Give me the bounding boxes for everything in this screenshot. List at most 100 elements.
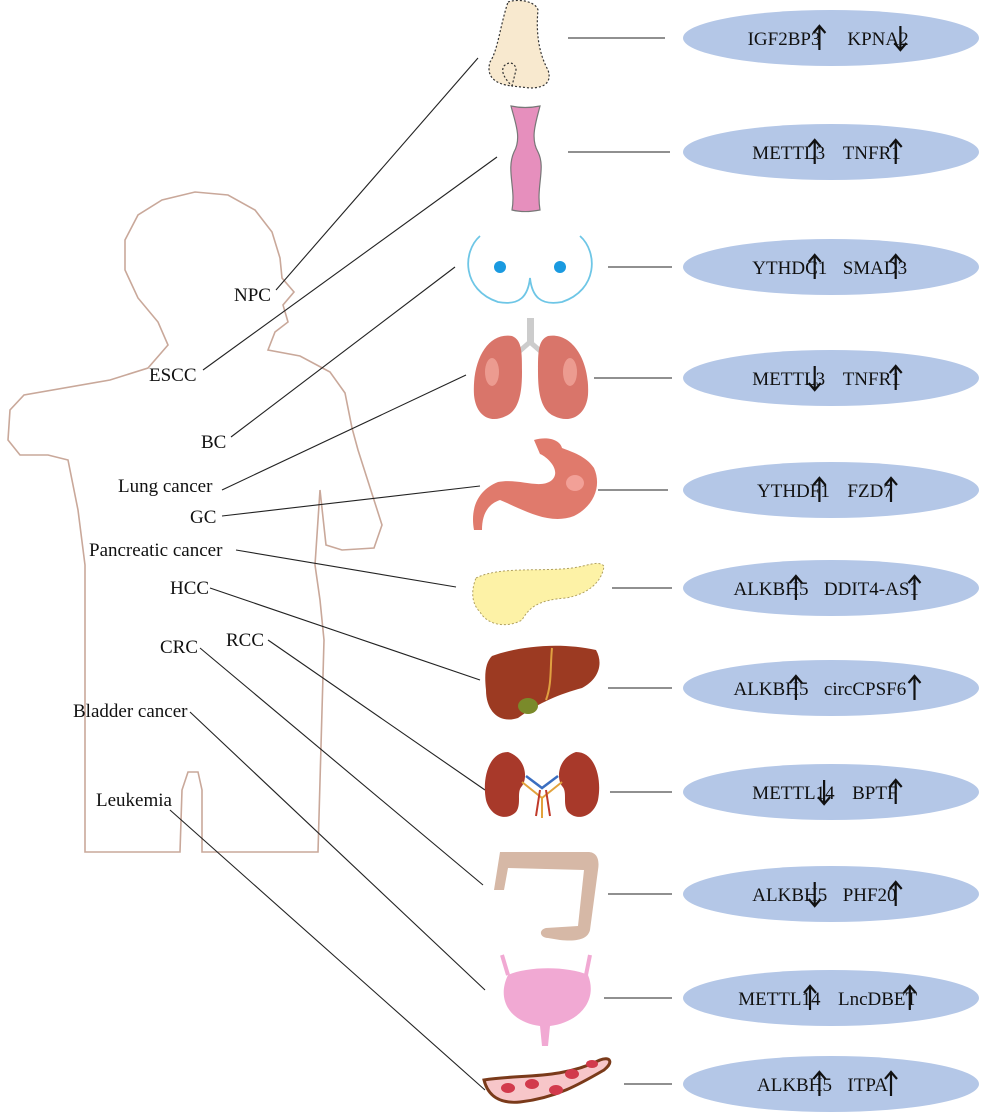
gene1-label: ALKBH5 (734, 579, 809, 600)
label-bladder: Bladder cancer (73, 701, 188, 722)
up-arrow-icon (884, 476, 898, 502)
gene2-label: FZD7 (847, 481, 892, 502)
gene-ellipse-row: YTHDC1 SMAD3 (683, 239, 979, 295)
up-arrow-icon (888, 253, 903, 279)
up-arrow-icon (884, 1070, 898, 1096)
gene2-label: PHF20 (843, 885, 897, 906)
up-arrow-icon (888, 364, 903, 390)
label-gc: GC (190, 507, 216, 528)
label-crc: CRC (160, 637, 198, 658)
gene1-label: IGF2BP3 (748, 29, 821, 50)
gene2-label: ITPA (847, 1075, 888, 1096)
up-arrow-icon (803, 984, 817, 1010)
connector-npc (275, 57, 479, 291)
connector-bc (230, 266, 456, 438)
gene2-label: DDIT4-AS1 (824, 579, 919, 600)
gene-ellipse (683, 560, 979, 616)
gene-ellipse (683, 660, 979, 716)
label-rcc: RCC (226, 630, 264, 651)
gene-ellipse (683, 239, 979, 295)
human-body-outline (7, 191, 383, 853)
up-arrow-icon (807, 253, 822, 279)
gene1-label: METTL3 (752, 143, 825, 164)
bladder-icon (500, 954, 592, 1046)
gene-ellipse-row: ALKBH5 ITPA (683, 1056, 979, 1112)
connector-leukemia (169, 809, 486, 1091)
gene-ellipse (683, 462, 979, 518)
gene-ellipse (683, 866, 979, 922)
label-pancreatic: Pancreatic cancer (89, 540, 223, 561)
gene2-label: KPNA2 (847, 29, 908, 50)
gene1-label: METTL3 (752, 369, 825, 390)
breast-icon (467, 235, 593, 304)
gene-ellipse (683, 124, 979, 180)
gene-ellipse-row: METTL14 BPTF (683, 764, 979, 820)
label-hcc: HCC (170, 578, 209, 599)
gene2-label: SMAD3 (843, 258, 907, 279)
up-arrow-icon (888, 880, 903, 906)
up-arrow-icon (907, 574, 922, 600)
gene1-label: YTHDF1 (757, 481, 830, 502)
gene-ellipse-row: ALKBH5 PHF20 (683, 866, 979, 922)
connector-bladder (189, 711, 486, 991)
label-leukemia: Leukemia (96, 790, 173, 811)
gene1-label: METTL14 (752, 783, 835, 804)
gene-ellipse-row: YTHDF1 FZD7 (683, 462, 979, 518)
up-arrow-icon (812, 476, 827, 502)
down-arrow-icon (807, 882, 822, 908)
connector-crc (199, 647, 484, 886)
up-arrow-icon (888, 138, 903, 164)
gene-ellipse (683, 350, 979, 406)
gene-ellipse (683, 10, 979, 66)
label-lung: Lung cancer (118, 476, 213, 497)
blood-vessel-icon (482, 1057, 612, 1104)
label-escc: ESCC (149, 365, 197, 386)
esophagus-icon (510, 105, 542, 213)
up-arrow-icon (789, 674, 803, 700)
connector-rcc (267, 639, 486, 791)
nose-icon (488, 0, 550, 89)
gene1-label: METTL14 (738, 989, 821, 1010)
up-arrow-icon (907, 674, 922, 700)
gene-ellipse-row: METTL14 LncDBET (683, 970, 979, 1026)
gene2-label: TNFR1 (843, 143, 901, 164)
connector-lung (221, 374, 467, 491)
gene1-label: YTHDC1 (752, 258, 827, 279)
gene-ellipse-row: ALKBH5 DDIT4-AS1 (683, 560, 979, 616)
down-arrow-icon (817, 780, 831, 806)
gene1-label: ALKBH5 (752, 885, 827, 906)
gene-ellipse-row: ALKBH5 circCPSF6 (683, 660, 979, 716)
label-npc: NPC (234, 285, 271, 306)
liver-icon (485, 645, 600, 720)
stomach-icon (473, 438, 598, 530)
connector-pancreatic (235, 549, 457, 588)
gene-ellipse (683, 970, 979, 1026)
gene2-label: BPTF (852, 783, 897, 804)
up-arrow-icon (812, 24, 827, 50)
up-arrow-icon (807, 138, 822, 164)
gene-ellipse-row: IGF2BP3 KPNA2 (683, 10, 979, 66)
gene-ellipse-row: METTL3 TNFR1 (683, 350, 979, 406)
kidneys-icon (484, 752, 600, 818)
connector-gc (221, 485, 481, 517)
gene2-label: LncDBET (838, 989, 918, 1010)
gene-ellipse-row: METTL3 TNFR1 (683, 124, 979, 180)
up-arrow-icon (888, 778, 903, 804)
up-arrow-icon (902, 984, 917, 1010)
connector-hcc (209, 587, 481, 681)
colon-icon (494, 852, 599, 941)
label-bc: BC (201, 432, 226, 453)
lungs-icon (473, 318, 589, 420)
gene1-label: ALKBH5 (757, 1075, 832, 1096)
gene2-label: TNFR1 (843, 369, 901, 390)
gene2-label: circCPSF6 (824, 679, 906, 700)
up-arrow-icon (812, 1070, 827, 1096)
gene1-label: ALKBH5 (734, 679, 809, 700)
pancreas-icon (472, 562, 605, 626)
gene-ellipse (683, 1056, 979, 1112)
gene-ellipse (683, 764, 979, 820)
down-arrow-icon (807, 366, 822, 392)
